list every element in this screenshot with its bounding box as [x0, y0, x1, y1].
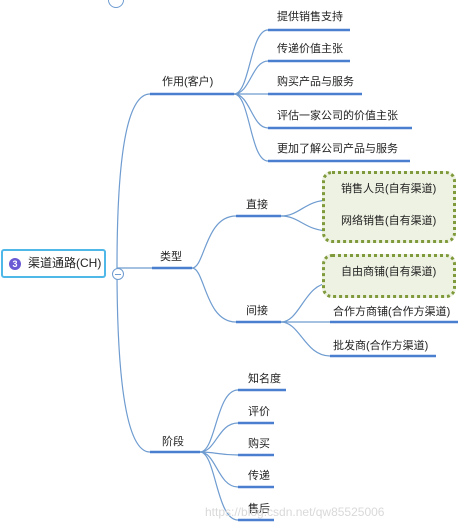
- branch-stage[interactable]: 阶段: [162, 436, 184, 448]
- direct-channel-group: [322, 171, 456, 243]
- connector-type-indirect: [191, 267, 237, 323]
- indirect-item[interactable]: 合作方商铺(合作方渠道): [333, 306, 451, 318]
- watermark-text: https://blog.csdn.net/qw85525006: [205, 505, 385, 519]
- connector-role-item: [233, 60, 269, 95]
- own-store-group: [322, 254, 456, 298]
- branch-type[interactable]: 类型: [160, 251, 182, 263]
- collapse-toggle-icon[interactable]: [112, 268, 124, 280]
- connector-type-direct: [191, 215, 237, 269]
- direct-item[interactable]: 销售人员(自有渠道): [341, 183, 437, 195]
- indirect-item[interactable]: 批发商(合作方渠道): [333, 340, 429, 352]
- indirect-item[interactable]: 自由商铺(自有渠道): [341, 266, 437, 278]
- connector-root-role: [116, 93, 151, 269]
- stage-item[interactable]: 传递: [248, 470, 270, 482]
- connector-stage-item: [199, 451, 239, 488]
- role-item[interactable]: 更加了解公司产品与服务: [277, 143, 398, 155]
- stage-item[interactable]: 购买: [248, 438, 270, 450]
- direct-item[interactable]: 网络销售(自有渠道): [341, 215, 437, 227]
- connector-stage-item: [199, 451, 239, 521]
- role-item[interactable]: 评估一家公司的价值主张: [277, 110, 398, 122]
- role-item[interactable]: 购买产品与服务: [277, 76, 354, 88]
- root-number-badge: 3: [9, 258, 21, 270]
- role-item[interactable]: 传递价值主张: [277, 43, 343, 55]
- stage-item[interactable]: 知名度: [248, 373, 281, 385]
- connector-role-item: [233, 93, 269, 129]
- connector-stage-item: [199, 389, 239, 453]
- root-label[interactable]: 渠道通路(CH): [28, 256, 102, 270]
- sub-branch-direct[interactable]: 直接: [246, 199, 268, 211]
- branch-role[interactable]: 作用(客户): [162, 76, 214, 88]
- connector-stage-item: [199, 422, 239, 453]
- connector-role-item: [233, 29, 269, 95]
- connector-root-stage: [116, 267, 151, 453]
- sub-branch-indirect[interactable]: 间接: [246, 305, 268, 317]
- role-item[interactable]: 提供销售支持: [277, 11, 343, 23]
- stage-item[interactable]: 售后: [248, 503, 270, 515]
- connector-role-item: [233, 93, 269, 162]
- connector-indirect-item: [280, 321, 331, 357]
- stage-item[interactable]: 评价: [248, 406, 270, 418]
